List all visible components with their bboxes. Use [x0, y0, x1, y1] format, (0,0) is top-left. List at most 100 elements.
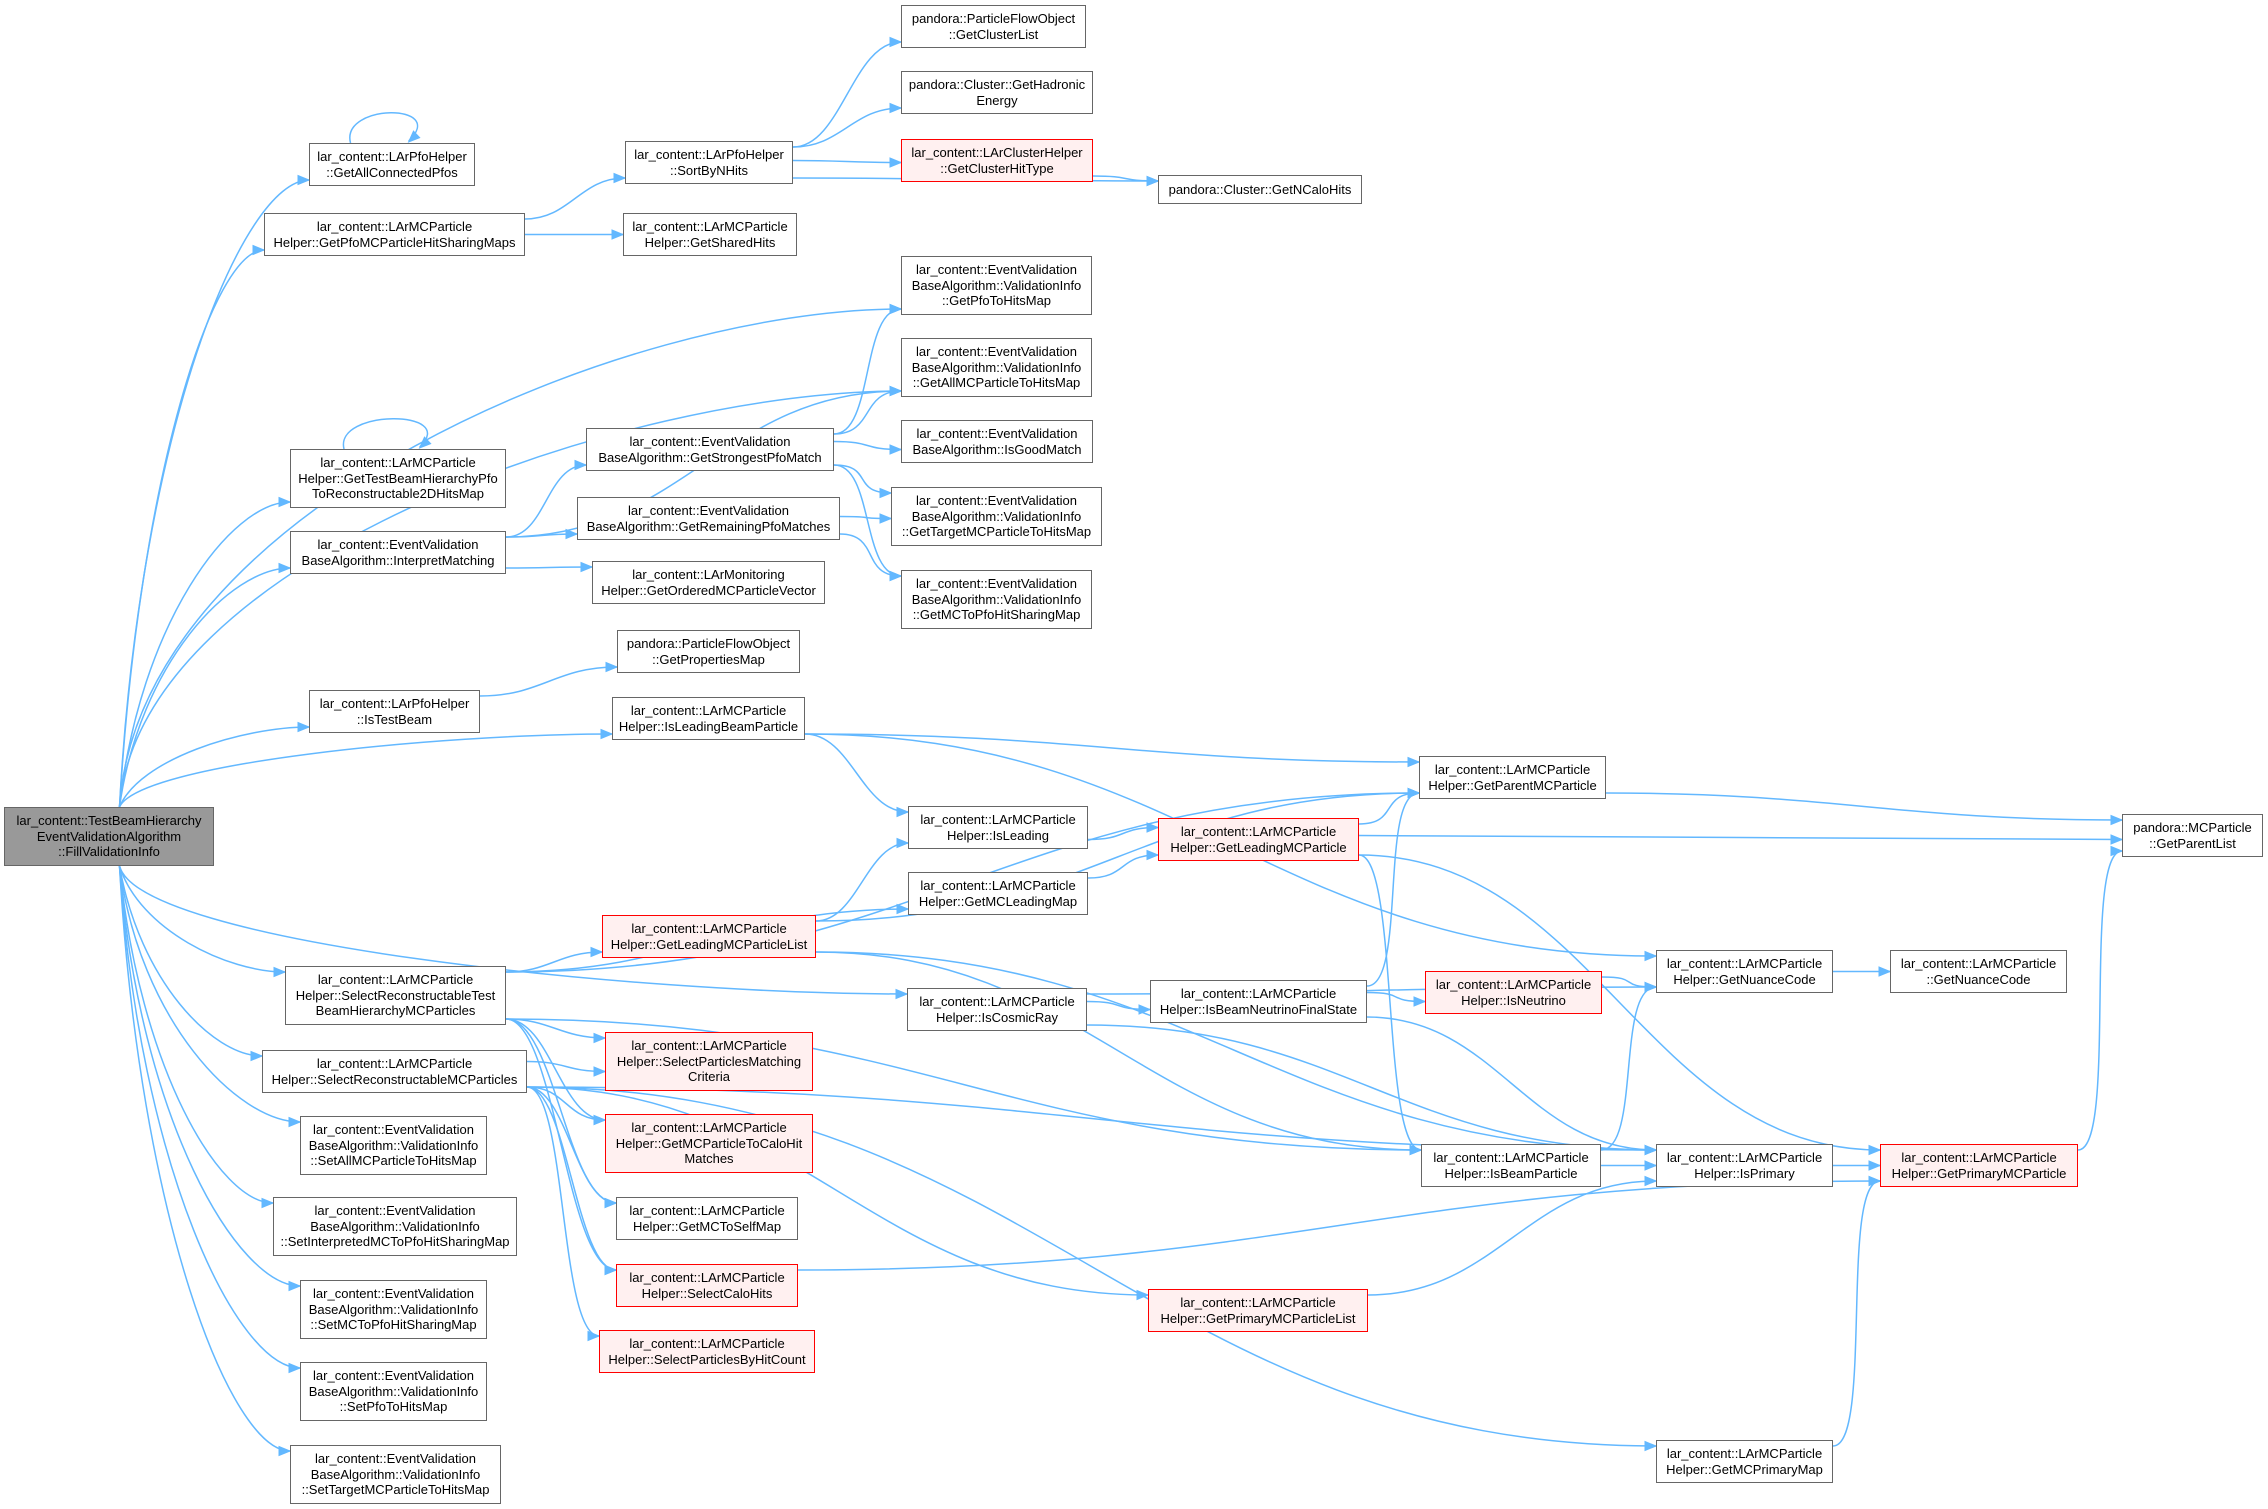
edge-line [118, 865, 301, 1369]
edge-line [1605, 792, 2123, 821]
node-label-line: ::GetNuanceCode [1926, 971, 2031, 987]
node-label-line: lar_content::LArMCParticle [1900, 956, 2057, 971]
edge-line [505, 1018, 617, 1204]
edge-arrowhead [1644, 981, 1658, 993]
node-get-parent-list[interactable]: pandora::MCParticle::GetParentList [2122, 814, 2263, 857]
edge-line [526, 1086, 1657, 1447]
edge-arrowhead [297, 721, 311, 733]
edge-arrowhead [895, 988, 909, 1000]
edge-arrowhead [288, 1280, 302, 1292]
node-get-cluster-hit-type[interactable]: lar_content::LArClusterHelper::GetCluste… [901, 139, 1093, 182]
node-label-line: BaseAlgorithm::ValidationInfo [308, 1301, 479, 1317]
node-label-line: BaseAlgorithm::IsGoodMatch [912, 441, 1082, 457]
edge-line [118, 567, 291, 808]
edge-selectReconstructableMCParticles-to-selectParticlesMatchingCriteria [526, 1060, 607, 1077]
node-get-nuance-code-top[interactable]: lar_content::LArMCParticle::GetNuanceCod… [1890, 950, 2067, 993]
edge-getMCLeadingMap-to-getLeadingMCParticle [1087, 849, 1160, 879]
edge-line [505, 951, 603, 973]
node-get-cluster-list[interactable]: pandora::ParticleFlowObject::GetClusterL… [901, 5, 1086, 48]
edge-arrowhead [889, 303, 903, 315]
node-label-line: lar_content::LArMonitoring [632, 567, 785, 582]
edge-selectReconstructableMCParticles-to-getMCPrimaryMap [526, 1086, 1658, 1452]
edge-line [118, 865, 301, 1123]
edge-arrowhead [1644, 1175, 1658, 1187]
node-label-line: lar_content::LArMCParticle [631, 921, 787, 936]
edge-isLeading-to-getLeadingMCParticle [1087, 822, 1160, 841]
edge-arrowhead [1146, 822, 1160, 833]
edge-arrowhead [2110, 834, 2124, 845]
edge-isPrimary-to-getPrimaryMCParticle [1833, 1160, 1882, 1171]
edge-line [833, 464, 892, 494]
edge-arrowhead [604, 1197, 618, 1209]
node-label-line: ::GetMCToPfoHitSharingMap [912, 607, 1081, 623]
node-get-all-connected-pfos[interactable]: lar_content::LArPfoHelper::GetAllConnect… [309, 143, 475, 186]
node-get-ncalo-hits[interactable]: pandora::Cluster::GetNCaloHits [1158, 175, 1362, 204]
node-label-line: Helper::GetLeadingMCParticle [1170, 839, 1347, 855]
edge-getLeadingMCParticleList-to-isLeading [815, 837, 910, 922]
node-label-line: BaseAlgorithm::ValidationInfo [911, 277, 1082, 293]
edge-sortByNHits-to-getHadronicEnergy [792, 102, 903, 148]
node-label-line: ::FillValidationInfo [58, 844, 160, 860]
edge-line [1358, 834, 2123, 841]
edge-line [524, 177, 626, 220]
edge-arrowhead [2110, 814, 2124, 826]
edge-line [118, 501, 291, 808]
node-label-line: lar_content::LArMCParticle [1435, 977, 1592, 992]
node-label-line: lar_content::EventValidation [916, 344, 1077, 360]
edge-root-to-isTestBeam [118, 721, 311, 808]
edge-getStrongestPfoMatch-to-isGoodMatch [833, 440, 903, 455]
edge-arrowhead [273, 966, 287, 978]
node-label-line: lar_content::EventValidation [916, 426, 1078, 441]
node-get-properties-map[interactable]: pandora::ParticleFlowObject::GetProperti… [617, 630, 800, 673]
edge-line [2077, 850, 2123, 1151]
node-is-test-beam[interactable]: lar_content::LArPfoHelper::IsTestBeam [309, 690, 480, 733]
node-sort-by-nhits[interactable]: lar_content::LArPfoHelper::SortByNHits [625, 141, 793, 184]
edge-isCosmicRay-to-isPrimary [1086, 1024, 1658, 1156]
edge-line [526, 1086, 617, 1204]
node-label-line: Helper::IsBeamParticle [1444, 1165, 1578, 1181]
node-label-line: BaseAlgorithm::ValidationInfo [911, 359, 1082, 375]
node-label-line: Helper::GetMCPrimaryMap [1666, 1461, 1823, 1477]
